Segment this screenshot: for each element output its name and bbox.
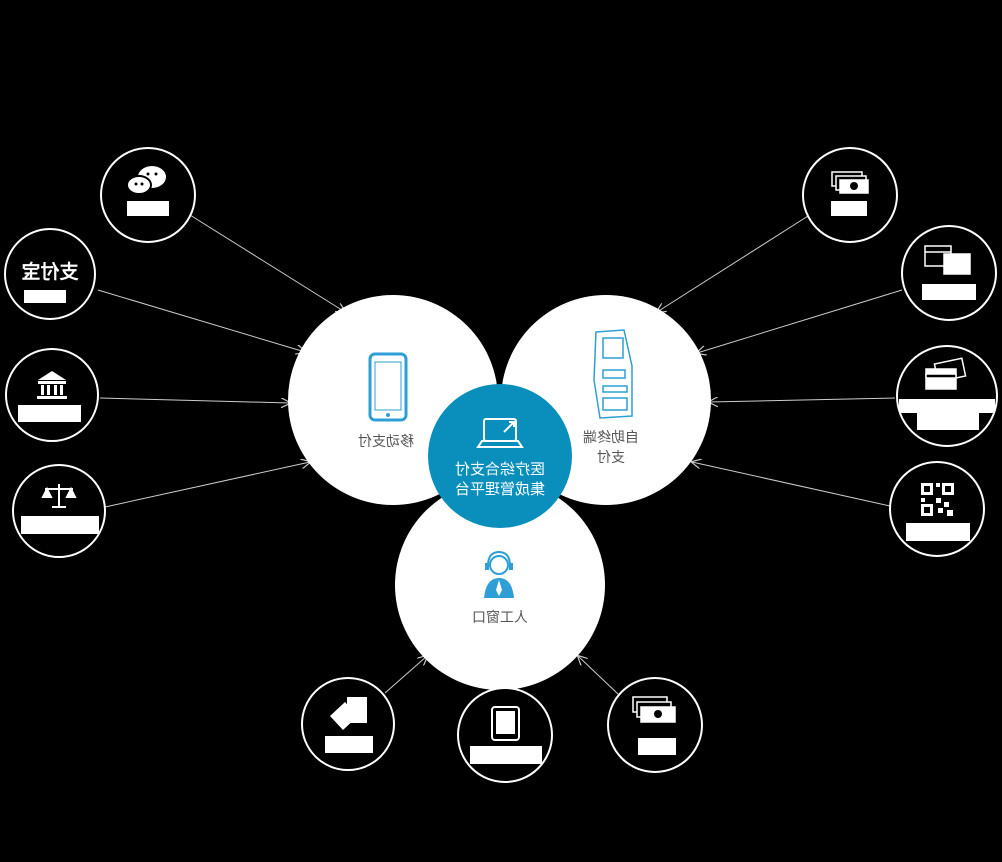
arrow-bank <box>99 397 290 403</box>
cash-bottom-label-bar <box>638 738 676 755</box>
mobile-label: 移动支付 <box>358 434 414 450</box>
hub-circle <box>428 384 572 528</box>
arrow-wechat <box>189 214 345 312</box>
arrow-cash-top <box>657 215 809 312</box>
bank-card-icon <box>925 357 967 390</box>
bank-icon <box>37 371 67 399</box>
arrow-bank-card <box>709 398 896 402</box>
qrcode-label-bar <box>906 523 970 541</box>
hand-card-icon <box>330 697 367 730</box>
card-reader-label-bar <box>922 284 976 300</box>
wechat-label-bar <box>127 201 169 216</box>
card-reader-node <box>901 225 997 321</box>
hub-title-line1: 医疗综合支付 <box>455 460 545 478</box>
tablet-node <box>457 687 553 783</box>
kiosk-label-line2: 支付 <box>597 450 625 466</box>
smartphone-icon <box>368 352 408 422</box>
alipay-node: 支付宝 <box>4 228 96 320</box>
laptop-icon <box>476 418 524 448</box>
arrow-insurance <box>104 462 310 508</box>
arrows-left <box>97 214 345 508</box>
insurance-label-bar <box>21 516 99 534</box>
alipay-logo-text: 支付宝 <box>21 260 79 283</box>
wechat-node <box>100 147 196 243</box>
insurance-node <box>12 464 106 558</box>
card-reader-icon <box>924 245 971 275</box>
arrow-card-reader <box>697 289 903 353</box>
arrow-hand-card <box>384 656 427 694</box>
arrows-right <box>657 215 903 507</box>
cash-top-label-bar <box>831 201 867 216</box>
cash-bottom-icon <box>632 696 676 723</box>
bank-card-node <box>896 345 998 447</box>
wechat-icon <box>126 166 166 195</box>
qrcode-node <box>889 461 985 557</box>
hand-card-label-bar <box>325 736 373 753</box>
alipay-label-bar <box>24 290 66 303</box>
hand-card-node <box>301 677 395 771</box>
scale-icon <box>41 484 77 508</box>
bank-card-label-bar-2 <box>917 413 979 430</box>
cash-icon <box>831 171 869 194</box>
bank-label-bar <box>18 405 81 422</box>
bank-card-label-bar <box>899 399 995 413</box>
cash-top-node <box>802 147 898 243</box>
kiosk-label-line1: 自助终端 <box>583 430 639 446</box>
hub-title-line2: 集成管理平台 <box>455 480 545 498</box>
arrow-qrcode <box>692 462 891 507</box>
cash-bottom-node <box>607 677 703 773</box>
customer-service-icon <box>484 550 514 598</box>
qrcode-icon <box>921 483 954 516</box>
tablet-label-bar <box>470 746 542 764</box>
bank-node <box>5 348 99 442</box>
arrow-alipay <box>97 289 305 352</box>
arrow-cash-bottom <box>578 656 619 695</box>
counter-label: 人工窗口 <box>472 609 528 626</box>
kiosk-icon <box>593 329 633 419</box>
tablet-icon <box>491 706 520 741</box>
